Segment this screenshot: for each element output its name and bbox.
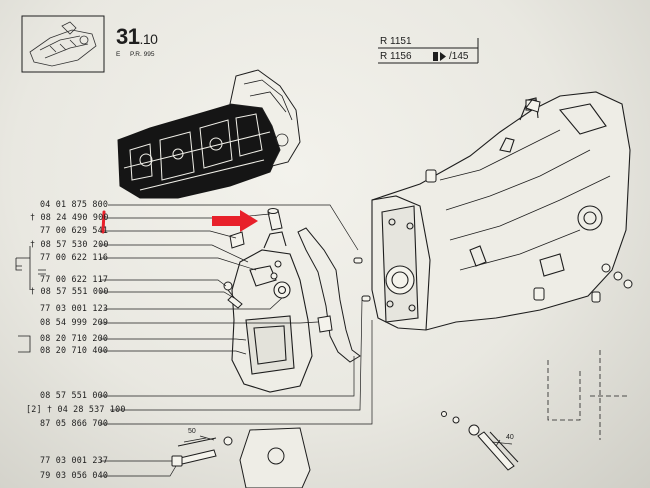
vehicle-variant-icon [433,52,446,61]
part-number: 08 57 551 000 [40,390,109,400]
bolt-length-label: 50 [188,428,196,435]
housing-small-parts [223,208,333,333]
part-number: † 08 24 490 900 [30,212,109,222]
red-highlight-mark [101,210,106,234]
bottom-left-bolt [171,436,233,467]
model-code-2-suffix: /145 [449,51,469,62]
part-number: 87 05 866 700 [40,418,109,428]
section-number: 31.10 [116,24,158,49]
front-housing [231,231,313,393]
part-number: 77 00 622 116 [40,252,109,262]
housing-gasket [297,227,361,363]
model-code-2: R 1156 [380,51,412,62]
casing-small-parts [425,99,633,303]
hidden-outline-lines [547,350,628,440]
red-highlight-arrow [212,210,258,232]
part-number: 77 00 629 541 [40,225,109,235]
part-number: 08 20 710 400 [40,345,109,355]
part-number: 77 03 001 123 [40,303,109,313]
part-number: 79 03 056 040 [40,470,109,480]
part-number: 08 54 999 209 [40,317,109,327]
part-number: 77 03 001 237 [40,455,109,465]
part-number: † 08 57 551 000 [30,286,109,296]
section-code-letter: E [116,51,121,58]
section-code-ref: P.R. 995 [130,51,155,58]
dowel-pins [353,257,371,302]
dimension-markers [183,437,513,445]
bolt-length-label: 40 [506,434,514,441]
bottom-partial-housing [239,427,311,488]
thumbnail-gearbox-sketch [29,21,97,67]
part-number: [2] † 04 28 537 100 [26,404,126,414]
part-number: 04 01 875 800 [40,199,109,209]
part-number: 08 20 710 200 [40,333,109,343]
main-gearbox-casing [371,91,631,331]
model-code-1: R 1151 [380,36,412,47]
part-number: † 08 57 530 200 [30,239,109,249]
gearbox-overview-illustration [117,69,301,199]
header-frame [21,15,479,73]
bottom-right-bolt [441,411,519,471]
callout-brackets [15,246,46,353]
part-number: 77 00 622 117 [40,274,109,284]
